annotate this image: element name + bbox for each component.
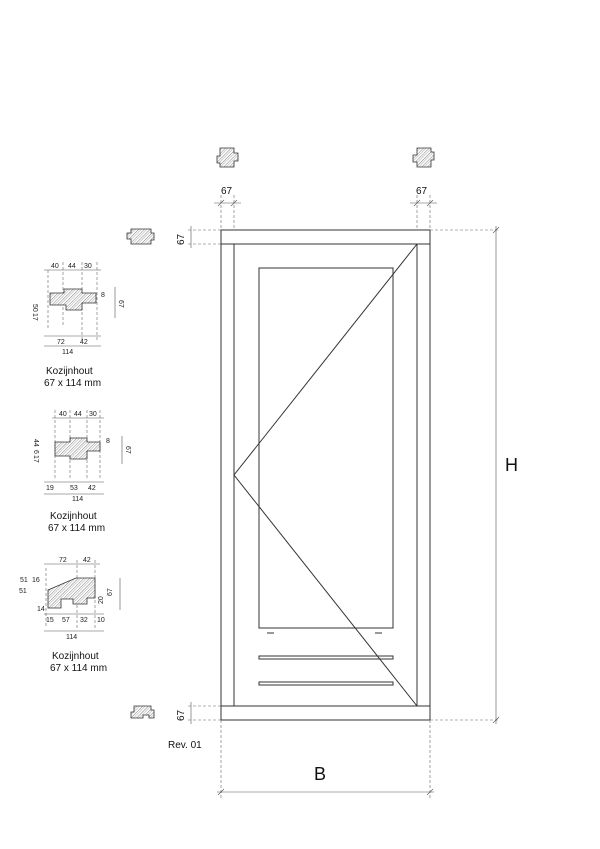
- profile-2-bottom-dim-2: 53: [70, 485, 78, 492]
- height-label: H: [505, 455, 518, 475]
- profile-1-left-dim-2: 17: [31, 313, 38, 321]
- profile-2-top-dim-2: 44: [74, 411, 82, 418]
- profile-icon-top-right: [412, 147, 435, 168]
- profile-3-top-dim-2: 42: [83, 557, 91, 564]
- profile-3-bottom-dim-1: 15: [46, 617, 54, 624]
- profile-3-size: 67 x 114 mm: [50, 663, 107, 674]
- frame-top-dim-label: 67: [176, 233, 187, 245]
- profile-1-top-dim-2: 44: [68, 263, 76, 270]
- profile-3-right-dim-2: 20: [98, 596, 105, 604]
- profile-1-size: 67 x 114 mm: [44, 378, 101, 389]
- width-dimension: B: [217, 720, 434, 798]
- glass-panel: [258, 267, 394, 629]
- profile-1-right-dim-2: 67: [117, 300, 124, 308]
- profile-3-bottom-dim-4: 10: [97, 617, 105, 624]
- profile-icon-left-bottom: [130, 705, 155, 719]
- profile-3-left-dim-2: 16: [32, 577, 40, 584]
- frame-left-dim-label: 67: [221, 186, 233, 197]
- profile-3-bottom-dim-3: 32: [80, 617, 88, 624]
- profile-icon-left-top: [126, 228, 155, 245]
- profile-3-bottom-dim-2: 57: [62, 617, 70, 624]
- profile-2-right-dim-2: 67: [124, 446, 131, 454]
- profile-3-name: Kozijnhout: [52, 651, 99, 662]
- profile-3-left-dim-3: 51: [19, 588, 27, 595]
- profile-detail-2: 40 44 30 44 6 17 8 67 19 53 42 114 Kozij…: [32, 410, 131, 534]
- frame-right-dim-label: 67: [416, 186, 428, 197]
- profile-2-bottom-dim-3: 42: [88, 485, 96, 492]
- height-dimension: H: [430, 226, 518, 724]
- profile-icon-top-left: [216, 147, 239, 168]
- profile-1-bottom-dim-2: 42: [80, 339, 88, 346]
- profile-3-right-dim-1: 67: [107, 588, 114, 596]
- profile-3-top-dim-1: 72: [59, 557, 67, 564]
- profile-2-size: 67 x 114 mm: [48, 523, 105, 534]
- profile-2-bottom-dim-1: 19: [46, 485, 54, 492]
- profile-detail-1: 40 44 30 50 17 8 67 72 42 114 Kozijnhout…: [31, 262, 124, 389]
- profile-3-left-dim-1: 51: [20, 577, 28, 584]
- profile-1-total-dim: 114: [62, 349, 73, 356]
- top-right-frame-dimension: 67: [410, 186, 437, 230]
- profile-1-left-dim-1: 50: [31, 304, 38, 312]
- panel-groove-upper: [258, 655, 394, 660]
- revision-label: Rev. 01: [168, 740, 202, 751]
- profile-1-name: Kozijnhout: [46, 366, 93, 377]
- profile-detail-3: 72 42 51 16 51 14 67 20 15 57 32 10 114 …: [19, 557, 121, 674]
- profile-1-top-dim-3: 30: [84, 263, 92, 270]
- left-bottom-frame-dimension: 67: [176, 702, 221, 724]
- profile-2-left-dim-3: 17: [32, 455, 39, 463]
- profile-2-right-dim-1: 8: [106, 438, 110, 445]
- profile-2-left-dim-1: 44: [32, 439, 39, 447]
- left-top-frame-dimension: 67: [176, 226, 221, 248]
- width-label: B: [314, 764, 326, 784]
- profile-1-top-dim-1: 40: [51, 263, 59, 270]
- profile-1-bottom-dim-1: 72: [57, 339, 65, 346]
- profile-3-left-dim-4: 14: [37, 606, 45, 613]
- profile-2-top-dim-3: 30: [89, 411, 97, 418]
- profile-3-total-dim: 114: [66, 634, 77, 641]
- profile-2-top-dim-1: 40: [59, 411, 67, 418]
- profile-2-total-dim: 114: [72, 496, 83, 503]
- door-elevation: [220, 229, 431, 721]
- panel-groove-lower: [258, 681, 394, 686]
- top-left-frame-dimension: 67: [214, 186, 241, 230]
- profile-2-left-dim-2: 6: [32, 450, 39, 454]
- frame-bottom-dim-label: 67: [176, 709, 187, 721]
- opening-direction-lines: [233, 243, 418, 707]
- door-leaf: [233, 243, 418, 707]
- profile-2-name: Kozijnhout: [50, 511, 97, 522]
- profile-1-right-dim-1: 8: [101, 292, 105, 299]
